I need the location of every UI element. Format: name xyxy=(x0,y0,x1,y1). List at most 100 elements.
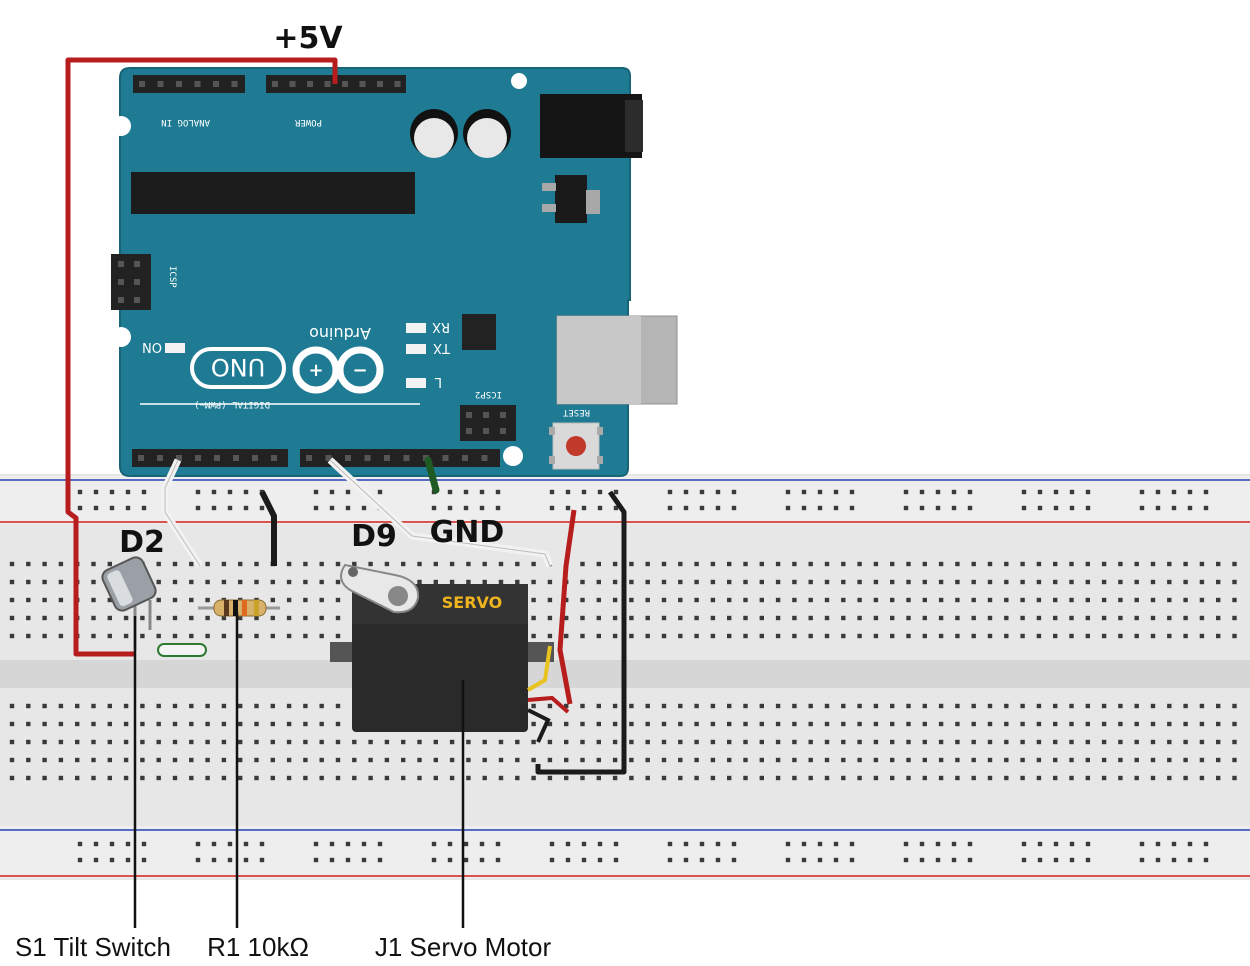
breadboard-hole xyxy=(971,633,976,639)
breadboard-hole xyxy=(1085,857,1091,863)
breadboard-hole xyxy=(1155,841,1161,847)
breadboard-hole xyxy=(906,721,911,727)
header-pin xyxy=(118,261,124,267)
breadboard-hole xyxy=(903,505,909,511)
breadboard-hole xyxy=(1053,703,1058,709)
breadboard-hole xyxy=(42,739,47,745)
breadboard-hole xyxy=(890,615,895,621)
breadboard-hole xyxy=(1134,597,1139,603)
breadboard-hole xyxy=(1004,739,1009,745)
breadboard-hole xyxy=(384,757,390,763)
breadboard-hole xyxy=(775,633,781,639)
breadboard-hole xyxy=(1183,721,1188,727)
breadboard-hole xyxy=(727,615,732,621)
breadboard-hole xyxy=(221,739,227,745)
reset-button-icon[interactable] xyxy=(566,436,586,456)
breadboard-hole xyxy=(270,739,275,745)
breadboard-hole xyxy=(156,703,161,709)
breadboard-hole xyxy=(189,579,194,585)
breadboard-hole xyxy=(335,561,341,567)
mount-hole-icon xyxy=(511,73,527,89)
breadboard-hole xyxy=(75,703,80,709)
breadboard-hole xyxy=(270,615,275,621)
breadboard-hole xyxy=(303,633,308,639)
header-pin xyxy=(403,455,410,461)
breadboard-hole xyxy=(857,721,862,727)
breadboard-hole xyxy=(629,703,634,709)
breadboard-hole xyxy=(107,633,112,639)
breadboard-hole xyxy=(172,721,178,727)
tx-led xyxy=(406,344,426,354)
header-pin xyxy=(466,428,472,434)
breadboard-hole xyxy=(93,857,99,863)
breadboard-hole xyxy=(1020,579,1025,585)
breadboard-hole xyxy=(580,721,585,727)
breadboard-hole xyxy=(661,739,667,745)
wire-servo-5v-red xyxy=(557,509,577,705)
breadboard-hole xyxy=(1167,615,1172,621)
breadboard-hole xyxy=(987,633,993,639)
breadboard-hole xyxy=(238,579,243,585)
icsp2-label: ICSP2 xyxy=(475,389,502,399)
breadboard-hole xyxy=(205,561,210,567)
breadboard-hole xyxy=(531,597,536,603)
breadboard-hole xyxy=(678,721,683,727)
servo-brand-label: SERVO xyxy=(442,593,502,612)
breadboard-hole xyxy=(75,775,80,781)
bottom-power-rail xyxy=(0,826,1250,878)
breadboard-hole xyxy=(629,615,634,621)
breadboard-hole xyxy=(221,703,227,709)
breadboard-hole xyxy=(368,775,373,781)
breadboard-hole xyxy=(1134,721,1139,727)
breadboard-hole xyxy=(91,597,96,603)
breadboard-hole xyxy=(951,857,957,863)
breadboard-hole xyxy=(1069,703,1074,709)
breadboard-hole xyxy=(971,739,976,745)
breadboard-hole xyxy=(243,841,249,847)
header-pin xyxy=(500,428,506,434)
breadboard-hole xyxy=(1020,775,1025,781)
breadboard-hole xyxy=(107,775,112,781)
breadboard-hole xyxy=(107,703,112,709)
breadboard-hole xyxy=(938,633,944,639)
breadboard-hole xyxy=(156,561,161,567)
breadboard-hole xyxy=(1167,633,1172,639)
breadboard-hole xyxy=(955,757,960,763)
breadboard-hole xyxy=(515,561,520,567)
breadboard-hole xyxy=(286,703,292,709)
breadboard-hole xyxy=(694,579,699,585)
breadboard-hole xyxy=(1021,489,1027,495)
breadboard-hole xyxy=(1053,721,1058,727)
breadboard-hole xyxy=(77,505,83,511)
breadboard-hole xyxy=(801,505,807,511)
breadboard-hole xyxy=(109,505,115,511)
breadboard-hole xyxy=(808,721,813,727)
breadboard-hole xyxy=(678,757,683,763)
breadboard-hole xyxy=(1101,757,1107,763)
breadboard-hole xyxy=(1232,703,1237,709)
wire-servo-gnd-black xyxy=(535,490,627,775)
breadboard-hole xyxy=(580,703,585,709)
breadboard-hole xyxy=(141,489,147,495)
breadboard-hole xyxy=(1134,703,1139,709)
breadboard-hole xyxy=(361,857,367,863)
breadboard-hole xyxy=(77,857,83,863)
breadboard-hole xyxy=(581,489,587,495)
breadboard-hole xyxy=(466,561,471,567)
breadboard-hole xyxy=(1183,597,1188,603)
breadboard-hole xyxy=(9,615,15,621)
breadboard-hole xyxy=(482,739,487,745)
breadboard-hole xyxy=(156,615,161,621)
breadboard-hole xyxy=(731,841,737,847)
breadboard-hole xyxy=(498,775,504,781)
breadboard-hole xyxy=(1199,615,1205,621)
breadboard-hole xyxy=(678,561,683,567)
breadboard-hole xyxy=(42,615,47,621)
breadboard-hole xyxy=(431,857,437,863)
breadboard-hole xyxy=(1004,579,1009,585)
breadboard-hole xyxy=(873,633,879,639)
reset-button[interactable] xyxy=(549,422,603,470)
breadboard-hole xyxy=(824,633,830,639)
breadboard-hole xyxy=(683,505,689,511)
breadboard-hole xyxy=(759,615,764,621)
